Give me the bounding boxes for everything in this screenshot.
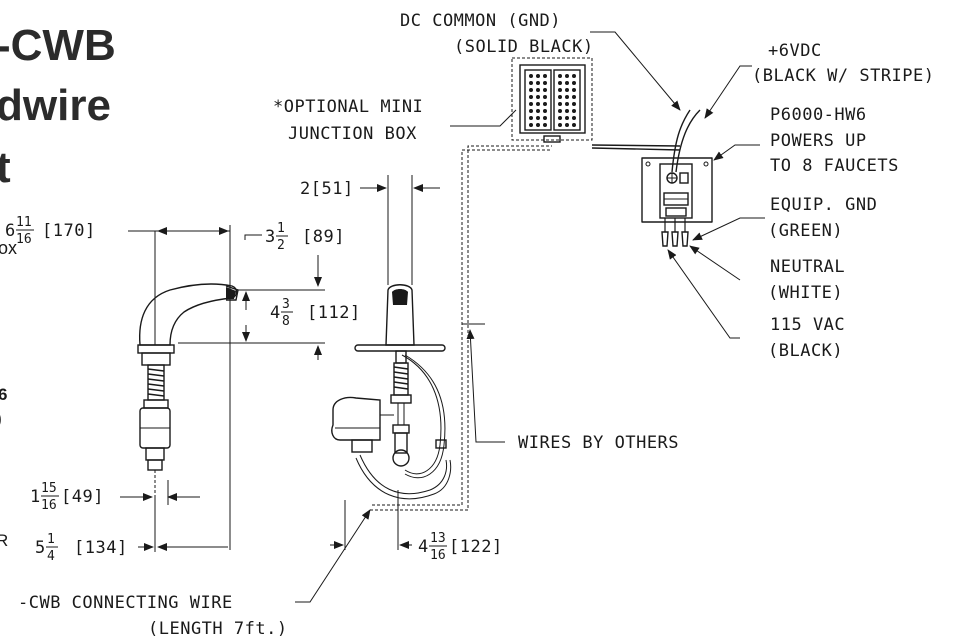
dim-112: 4 3 8 [112]	[270, 297, 361, 329]
svg-text:16: 16	[16, 232, 32, 247]
svg-text:[134]: [134]	[74, 538, 128, 558]
dim-134: 5 1 4 [134]	[35, 532, 128, 564]
svg-text:4: 4	[418, 537, 429, 557]
dim-89: 3 1 2 [89]	[265, 221, 345, 253]
svg-text:3: 3	[265, 227, 276, 247]
svg-text:15: 15	[41, 481, 57, 496]
label-plus-6vdc: +6VDC	[768, 41, 822, 61]
cut-text-box: ox	[0, 238, 17, 258]
svg-text:5: 5	[35, 538, 46, 558]
svg-text:1: 1	[47, 532, 55, 547]
svg-text:8: 8	[282, 314, 290, 329]
svg-text:[112]: [112]	[307, 303, 361, 323]
svg-text:16: 16	[430, 548, 446, 563]
power-supply	[641, 109, 713, 247]
label-optional-mini: *OPTIONAL MINI	[273, 97, 423, 117]
left-faucet-dimensions	[120, 225, 325, 552]
label-black-stripe: (BLACK W/ STRIPE)	[752, 66, 935, 86]
label-white: (WHITE)	[768, 283, 843, 303]
leader-lines	[295, 31, 765, 603]
label-solid-black: (SOLID BLACK)	[454, 37, 594, 57]
label-dc-common: DC COMMON (GND)	[400, 11, 561, 31]
dim-51: 2[51]	[300, 179, 354, 199]
cut-text-letter: R	[0, 531, 8, 550]
svg-text:[49]: [49]	[61, 487, 104, 507]
svg-text:[170]: [170]	[42, 221, 96, 241]
svg-text:3: 3	[282, 297, 290, 312]
svg-text:1: 1	[30, 487, 41, 507]
mini-junction-box	[511, 57, 681, 151]
dim-170: 6 11 16 [170]	[5, 215, 96, 247]
svg-text:2: 2	[277, 238, 285, 253]
svg-text:[89]: [89]	[302, 227, 345, 247]
svg-text:16: 16	[41, 498, 57, 513]
svg-text:13: 13	[430, 531, 446, 546]
label-cwb-connecting-wire: -CWB CONNECTING WIRE	[18, 593, 233, 613]
label-115-vac: 115 VAC	[770, 315, 845, 335]
title-line-1: -CWB	[0, 21, 116, 70]
cut-text-number: 6	[0, 385, 7, 404]
svg-text:[122]: [122]	[449, 537, 503, 557]
label-powers-up: POWERS UP	[770, 131, 867, 151]
svg-text:1: 1	[277, 221, 285, 236]
title-line-3: t	[0, 143, 11, 192]
connecting-wire	[370, 145, 552, 511]
cut-text-bracket: )	[0, 409, 2, 428]
label-p6000: P6000-HW6	[770, 105, 867, 125]
label-green: (GREEN)	[768, 221, 843, 241]
label-wires-by-others: WIRES BY OTHERS	[518, 433, 679, 453]
dim-122: 4 13 16 [122]	[418, 531, 503, 563]
label-length: (LENGTH 7ft.)	[148, 619, 288, 639]
faucet-front-view	[330, 175, 452, 550]
dim-49: 1 15 16 [49]	[30, 481, 104, 513]
label-black: (BLACK)	[768, 341, 843, 361]
title-line-2: dwire	[0, 81, 111, 130]
svg-text:4: 4	[270, 303, 281, 323]
label-to-8-faucets: TO 8 FAUCETS	[770, 156, 899, 176]
label-junction-box: JUNCTION BOX	[288, 124, 417, 144]
label-equip-gnd: EQUIP. GND	[770, 195, 877, 215]
svg-text:6: 6	[5, 221, 16, 241]
svg-text:4: 4	[47, 549, 55, 564]
label-neutral: NEUTRAL	[770, 257, 845, 277]
faucet-side-view	[137, 283, 239, 495]
svg-text:11: 11	[16, 215, 32, 230]
